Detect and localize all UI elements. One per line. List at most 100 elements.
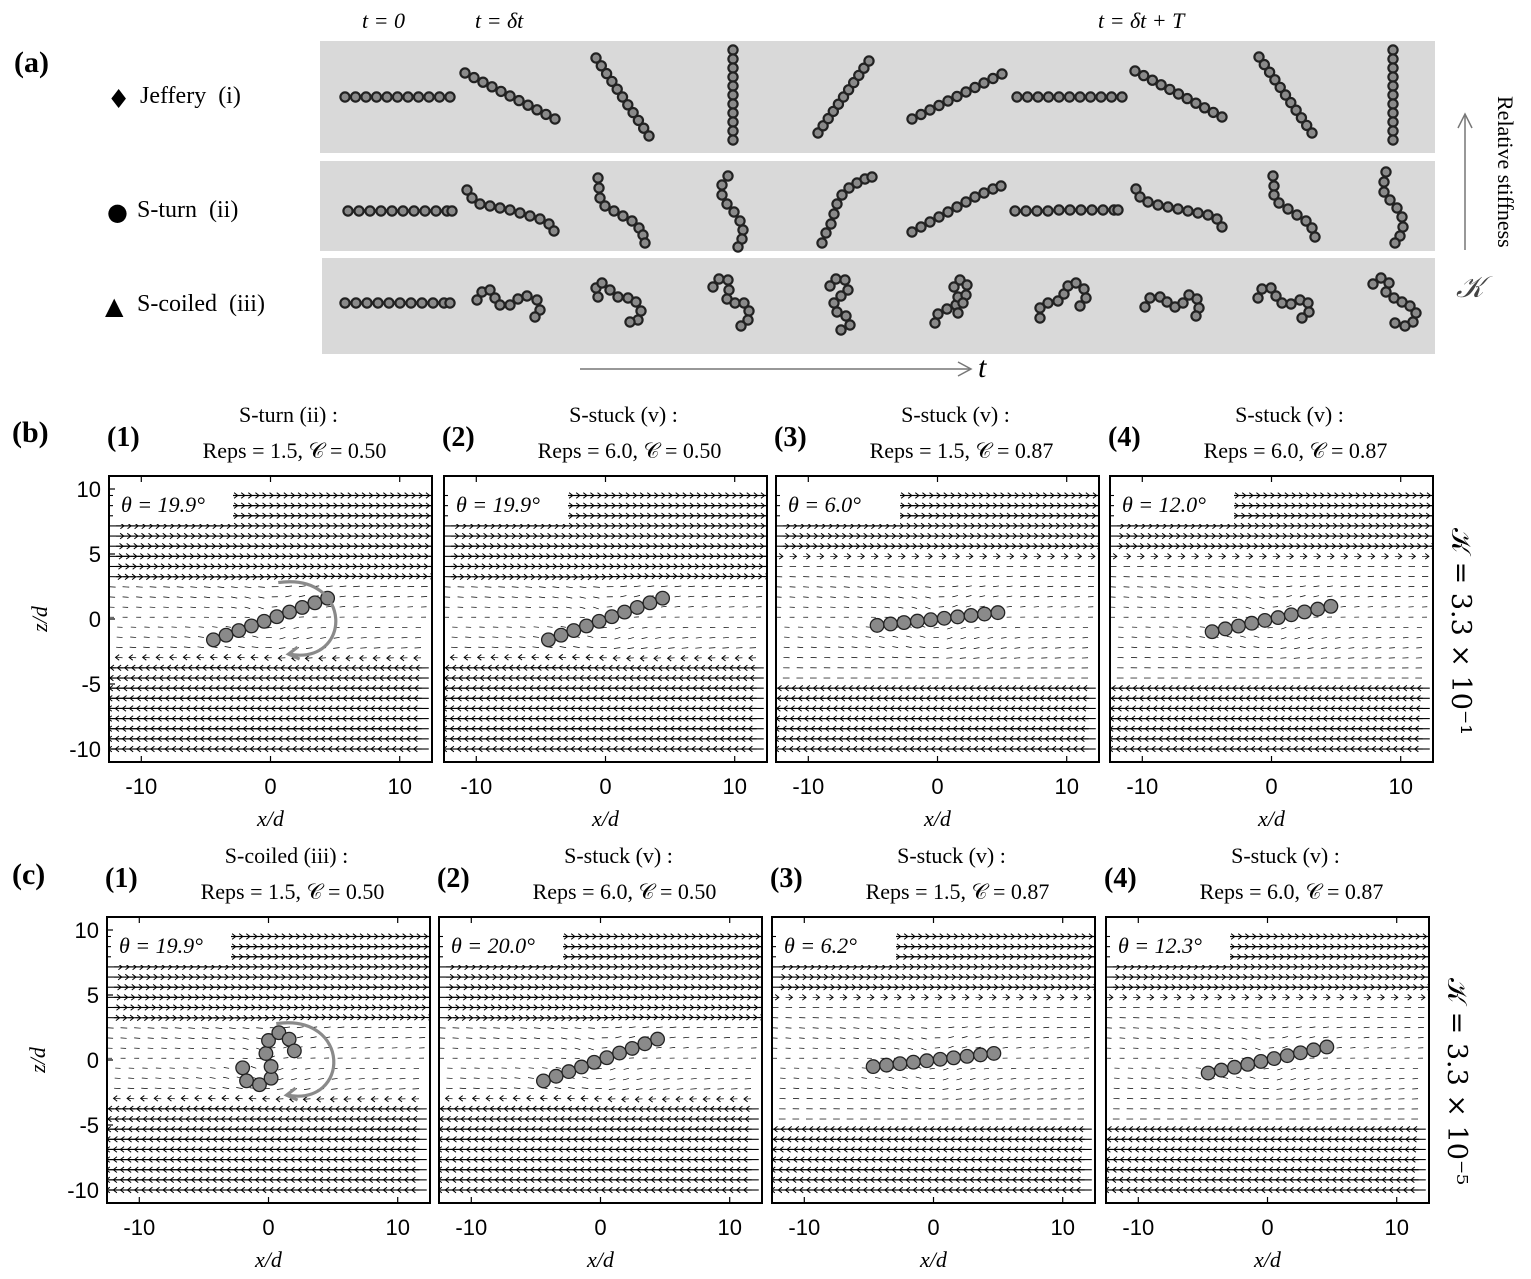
flow-arrow-head: [405, 715, 411, 722]
flow-arrow-head: [393, 674, 398, 682]
flow-arrow-head: [747, 745, 753, 753]
flow-arrow-head: [684, 715, 689, 722]
flow-arrow-head: [705, 695, 711, 702]
flow-arrow-head: [670, 695, 675, 702]
flow-arrow: [838, 646, 844, 648]
flow-arrow-head: [693, 664, 698, 672]
flow-arrow-head: [874, 715, 880, 722]
flow-arrow-head: [321, 695, 326, 702]
flow-arrow-head: [364, 674, 370, 682]
flow-arrow-head: [853, 725, 858, 732]
row-label-scoiled: ▲ S-coiled (iii): [105, 291, 265, 320]
flow-arrow-head: [228, 735, 233, 743]
filament-bead: [1034, 312, 1046, 324]
flow-arrow-head: [952, 745, 957, 753]
flow-arrow-head: [299, 725, 304, 732]
flow-arrow-head: [698, 745, 703, 753]
flow-arrow-head: [641, 745, 647, 753]
flow-arrow-head: [960, 715, 965, 722]
filament-bead: [1190, 97, 1202, 109]
flow-arrow-head: [954, 695, 959, 702]
filament-bead: [727, 107, 739, 119]
flow-arrow-head: [306, 745, 312, 753]
flow-arrow-head: [520, 735, 526, 743]
flow-arrow: [674, 595, 681, 598]
flow-arrow: [298, 585, 306, 588]
flow-arrow-head: [256, 725, 262, 732]
flow-arrow-head: [1059, 725, 1064, 732]
flow-arrow-head: [635, 684, 641, 692]
flow-arrow-head: [768, 523, 772, 529]
flow-arrow-head: [1079, 735, 1085, 743]
filament-bead: [635, 305, 647, 317]
flow-arrow-head: [839, 715, 845, 722]
flow-arrow-head: [795, 735, 801, 743]
flow-arrow-head: [686, 664, 691, 672]
filament-bead: [504, 204, 516, 216]
flow-arrow-head: [363, 695, 369, 702]
flow-arrow-head: [320, 725, 326, 732]
flow-arrow-head: [676, 725, 682, 732]
filament-bead: [1211, 213, 1223, 225]
flow-arrow-head: [406, 684, 412, 692]
flow-arrow-head: [648, 715, 654, 722]
flow-arrow-head: [171, 725, 177, 732]
flow-arrow-head: [450, 684, 456, 692]
filament-bead: [416, 297, 428, 309]
flow-arrow-head: [987, 745, 993, 753]
flow-arrow-head: [556, 695, 562, 702]
flow-arrow: [339, 595, 346, 598]
flow-arrow: [360, 637, 367, 639]
flow-arrow-head: [944, 745, 950, 753]
flow-arrow-head: [670, 684, 676, 692]
flow-arrow-head: [826, 684, 832, 692]
filament-bead: [1021, 91, 1034, 103]
flow-arrow-head: [649, 684, 655, 692]
flow-arrow: [864, 656, 871, 659]
filament-bead: [1391, 202, 1403, 214]
flow-arrow-head: [747, 715, 753, 722]
flow-arrow-head: [129, 684, 135, 692]
flow-arrow-head: [464, 684, 470, 692]
flow-arrow-head: [249, 695, 255, 702]
filament-bead: [632, 114, 645, 127]
flow-arrow-head: [256, 715, 262, 722]
flow-arrow-head: [178, 705, 184, 712]
flow-arrow-head: [859, 745, 865, 753]
flow-arrow-head: [379, 664, 385, 672]
flow-arrow: [688, 595, 695, 598]
flow-arrow: [156, 646, 164, 648]
flow-arrow-head: [550, 684, 555, 692]
flow-arrow-head: [172, 674, 178, 682]
flow-arrow-head: [506, 705, 512, 712]
subplot-number: (2): [442, 422, 475, 453]
flow-arrow-head: [1030, 745, 1035, 753]
flow-arrow-head: [270, 745, 276, 753]
flow-arrow: [293, 626, 299, 629]
flow-arrow-head: [270, 705, 276, 712]
flow-arrow-head: [486, 684, 491, 692]
flow-arrow-head: [221, 745, 226, 753]
filament-bead: [722, 170, 734, 182]
flow-arrow-head: [270, 715, 276, 722]
filament-bead: [1053, 204, 1065, 216]
filament-bead: [727, 80, 739, 92]
flow-arrow-head: [465, 674, 471, 682]
flow-arrow-head: [916, 735, 922, 743]
flow-arrow-head: [292, 735, 297, 743]
flow-arrow-head: [691, 705, 696, 712]
flow-arrow-head: [384, 715, 390, 722]
flow-arrow-head: [818, 705, 824, 712]
flow-arrow: [380, 595, 387, 598]
flow-arrow: [149, 596, 156, 598]
flow-arrow-head: [534, 705, 540, 712]
flow-arrow-head: [178, 745, 184, 753]
flow-arrow-head: [206, 745, 212, 753]
flow-arrow: [960, 637, 967, 640]
flow-arrow-head: [904, 695, 910, 702]
flow-arrow-head: [499, 745, 504, 753]
filament-bead: [960, 86, 972, 98]
flow-arrow-head: [192, 705, 198, 712]
filament-bead: [386, 205, 398, 217]
flow-arrow-head: [121, 705, 127, 712]
